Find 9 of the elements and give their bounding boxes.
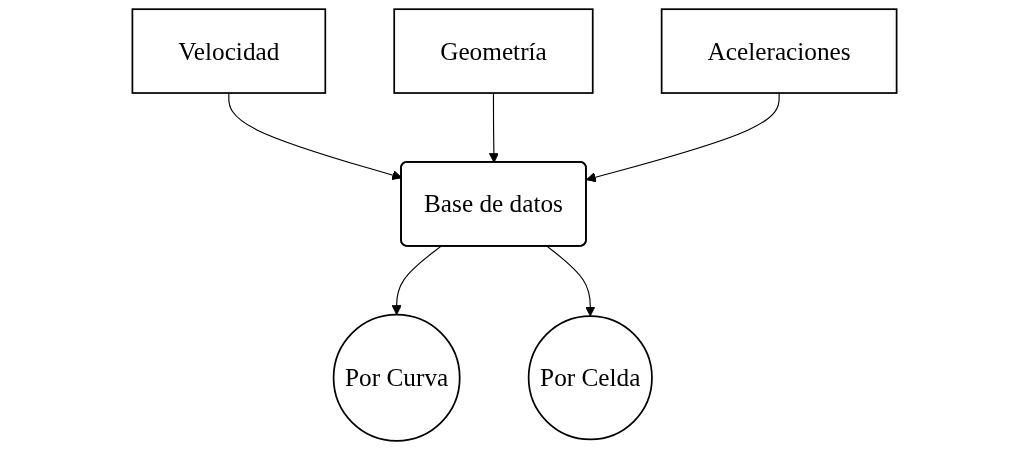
node-circle: Por Curva [332, 313, 461, 442]
arrow [488, 92, 499, 163]
node-box: Aceleraciones [660, 8, 898, 94]
node-box: Geometría [393, 8, 594, 94]
arrow [391, 245, 442, 316]
arrow [546, 245, 596, 317]
node-circle: Por Celda [527, 315, 653, 441]
arrow [586, 92, 780, 183]
node-box: Velocidad [131, 8, 327, 94]
